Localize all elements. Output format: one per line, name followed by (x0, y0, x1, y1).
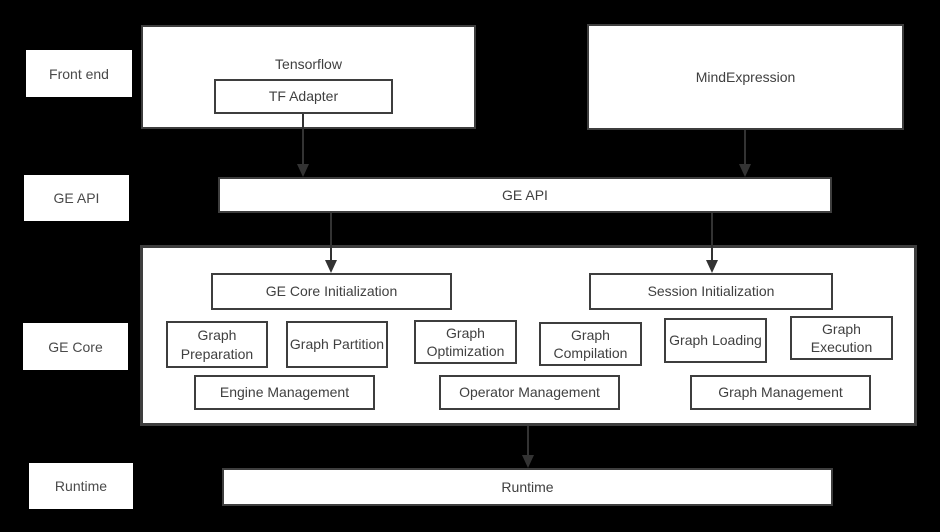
row-label-ge-core: GE Core (23, 323, 128, 370)
arrow-shaft (711, 213, 713, 260)
graph-optimization-box: Graph Optimization (414, 320, 517, 364)
graph-preparation-box: Graph Preparation (166, 321, 268, 368)
graph-partition-box: Graph Partition (286, 321, 388, 368)
ge-api-box: GE API (218, 177, 832, 213)
arrow-geapi-to-gecore-init-icon (325, 213, 337, 273)
row-label-ge-api: GE API (24, 175, 129, 221)
arrow-tfadapter-to-geapi-icon (297, 114, 309, 177)
graph-execution-box: Graph Execution (790, 316, 893, 360)
arrow-mindexpression-to-geapi-icon (739, 130, 751, 177)
arrow-head (706, 260, 718, 273)
tensorflow-label: Tensorflow (275, 56, 342, 72)
row-label-runtime: Runtime (29, 463, 133, 509)
arrow-gecore-to-runtime-icon (522, 426, 534, 468)
graph-management-box: Graph Management (690, 375, 871, 410)
graph-compilation-box: Graph Compilation (539, 322, 642, 366)
ge-core-initialization-box: GE Core Initialization (211, 273, 452, 310)
graph-loading-box: Graph Loading (664, 318, 767, 363)
engine-management-box: Engine Management (194, 375, 375, 410)
arrow-shaft (744, 130, 746, 164)
mindexpression-box: MindExpression (587, 24, 904, 130)
arrow-head (325, 260, 337, 273)
arrow-head (522, 455, 534, 468)
operator-management-box: Operator Management (439, 375, 620, 410)
arrow-head (739, 164, 751, 177)
arrow-shaft (330, 213, 332, 260)
arrow-shaft (527, 426, 529, 455)
tf-adapter-box: TF Adapter (214, 79, 393, 114)
arrow-geapi-to-session-init-icon (706, 213, 718, 273)
session-initialization-box: Session Initialization (589, 273, 833, 310)
arrow-shaft (302, 114, 304, 164)
runtime-box: Runtime (222, 468, 833, 506)
arrow-head (297, 164, 309, 177)
row-label-front-end: Front end (26, 50, 132, 97)
